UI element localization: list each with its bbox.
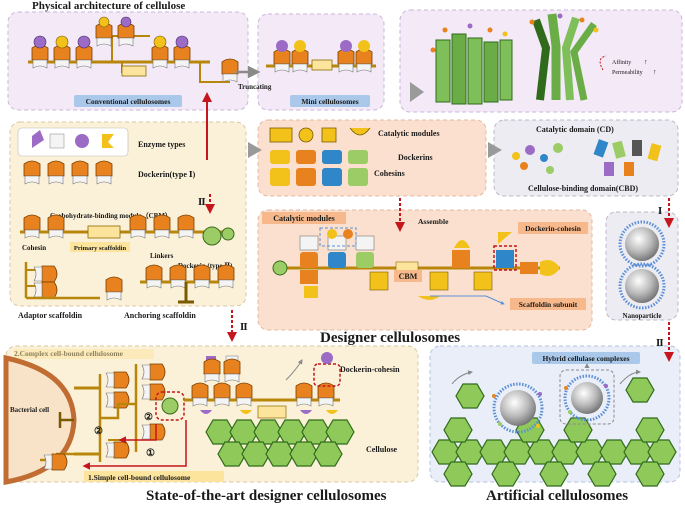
cohesins-label: Cohesins — [374, 169, 405, 178]
hybrid-complex-right — [563, 374, 611, 422]
linkers-label: Linkers — [150, 252, 174, 260]
cohesin-label: Cohesin — [22, 244, 46, 252]
truncating-label: Truncating — [238, 83, 272, 91]
catalytic-domain-label: Catalytic domain (CD) — [536, 125, 614, 134]
designer-cellulosomes-title: Designer cellulosomes — [320, 330, 460, 346]
state-of-art-title: State-of-the-art designer cellulosomes — [146, 488, 387, 504]
conventional-label-box — [74, 95, 182, 107]
dockerin-cohesin-highlight-left — [155, 391, 185, 421]
affinity-label: Affinity — [612, 59, 631, 66]
assemble-label: Assemble — [418, 217, 449, 226]
mini-label-box — [290, 95, 370, 107]
cbm-short-label: CBM — [399, 272, 418, 281]
panel-cd-cbd — [493, 119, 679, 197]
nanoparticle-bottom — [618, 262, 666, 310]
dockerin-cohesin-2-label: Dockerin-cohesin — [340, 365, 400, 374]
numeral-II-right: Ⅱ — [656, 338, 664, 348]
numeral-II-left: Ⅱ — [198, 197, 206, 207]
step-2-marker: ② — [144, 412, 153, 423]
dockerin-cohesin-highlight-right — [313, 363, 341, 387]
cd-cbd-icons — [512, 139, 662, 176]
permeability-up-arrow: ↑ — [653, 68, 657, 76]
cellulose-label: Cellulose — [366, 445, 398, 454]
simple-bound-label: 1.Simple cell-bound cellulosome — [88, 473, 191, 482]
cell-bound-scaffold-drawing — [40, 363, 166, 471]
artificial-title: Artificial cellulosomes — [486, 488, 628, 504]
simple-bound-box — [84, 471, 224, 482]
primary-scaffoldin-box — [70, 242, 130, 252]
primary-scaffoldin-label: Primary scaffoldin — [74, 245, 127, 252]
dockerins-label: Dockerins — [398, 153, 433, 162]
nanoparticle-label: Nanoparticle — [623, 312, 662, 320]
enzyme-types-icons — [17, 127, 129, 157]
dockerin-cohesin-box — [518, 222, 588, 234]
conventional-label: Conventional cellulosomes — [86, 97, 171, 106]
adaptor-scaffoldin-drawing — [24, 262, 123, 301]
primary-scaffoldin-drawing — [20, 214, 235, 246]
catalytic-modules-label: Catalytic modules — [378, 129, 440, 138]
catalytic-modules-2-label: Catalytic modules — [273, 214, 335, 223]
designer-cellulosome-drawing — [272, 227, 560, 300]
affinity-up-arrow: ↑ — [644, 58, 648, 66]
cellulose-fibril-bundle — [430, 23, 513, 105]
scaffoldin-subunit-box — [510, 298, 586, 310]
dockerins-cohesins-icons — [270, 150, 368, 186]
cellulose-binding-domain-label: Cellulose-binding domain(CBD) — [528, 184, 638, 193]
cbm-short-box — [394, 270, 422, 282]
nanoparticle-top — [618, 220, 666, 268]
hybrid-complexes-box — [532, 352, 640, 364]
hybrid-complex-highlight — [559, 369, 615, 425]
panel-scaffold-parts — [9, 121, 247, 307]
mini-label: Mini cellulosomes — [301, 97, 358, 106]
dockerin-type1-label: Dockerin(type Ⅰ) — [138, 170, 196, 179]
catalytic-modules-2-box — [262, 212, 346, 224]
bacterial-cell-label: Bacterial cell — [10, 406, 49, 414]
step-2-arrow — [118, 424, 157, 444]
complex-bound-underline — [14, 349, 154, 359]
dockerin-cohesin-label: Dockerin-cohesin — [525, 224, 582, 233]
step-1-arrow — [82, 420, 187, 470]
cellulose-fibril-split — [529, 13, 599, 101]
hybrid-complexes-label: Hybrid cellulase complexes — [542, 354, 629, 363]
enzyme-types-label: Enzyme types — [138, 140, 185, 149]
step-2-marker-left: ② — [94, 426, 103, 437]
scaffoldin-subunit-label: Scaffoldin subunit — [519, 300, 578, 309]
conventional-cellulosome-drawing — [28, 16, 239, 83]
catalytic-modules-icons — [269, 127, 371, 143]
physical-architecture-title: Physical architecture of cellulose — [32, 0, 185, 12]
adaptor-scaffoldin-label: Adaptor scaffoldin — [18, 311, 83, 320]
numeral-II-mid: Ⅱ — [240, 322, 248, 332]
cellulosome-on-cellulose — [184, 355, 340, 419]
affinity-indicator — [599, 55, 607, 71]
anchoring-scaffoldin-drawing — [140, 264, 235, 304]
numeral-I: Ⅰ — [658, 206, 662, 216]
mini-cellulosome-drawing — [266, 40, 376, 73]
step-1-marker: ① — [146, 448, 155, 459]
anchoring-scaffoldin-label: Anchoring scaffoldin — [124, 311, 196, 320]
cbm-label: Carbohydrate-binding module（CBM） — [50, 212, 172, 220]
scaffoldin-subunit-pointer — [430, 295, 505, 305]
hybrid-complex-left — [492, 382, 544, 434]
permeability-label: Permeability — [612, 70, 643, 76]
